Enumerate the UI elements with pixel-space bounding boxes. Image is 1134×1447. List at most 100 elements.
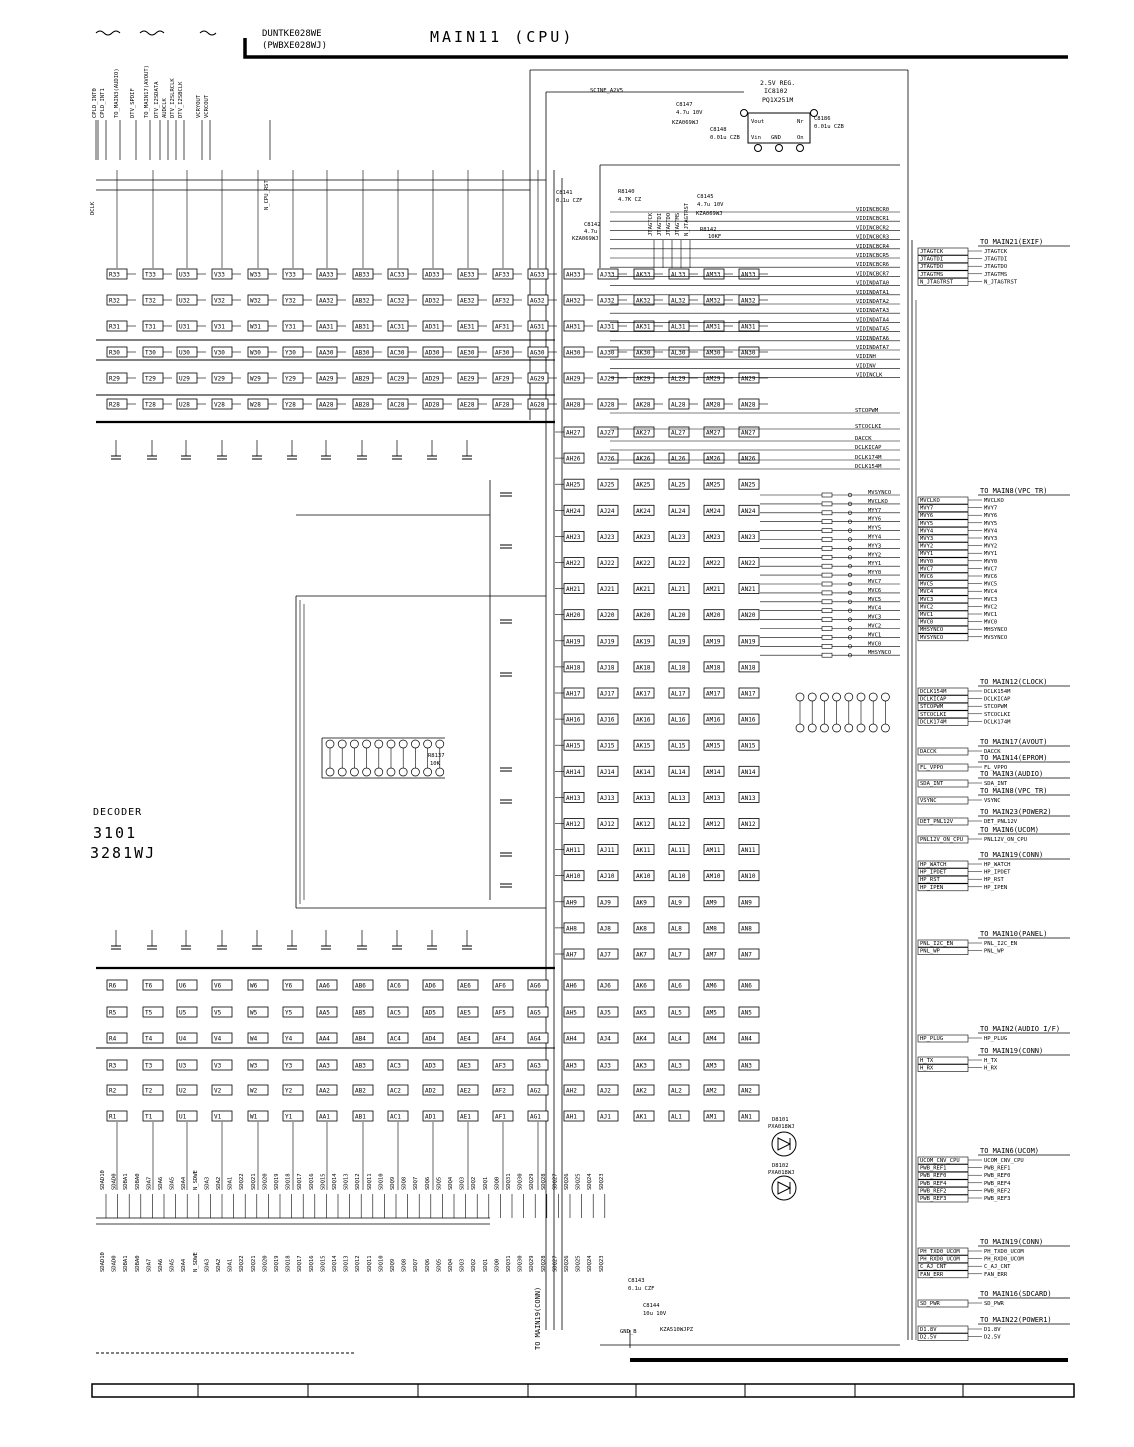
pin-label: AJ30	[600, 350, 615, 357]
vidin-line: VIDINDATA3	[856, 308, 889, 314]
pin-label: AF32	[495, 298, 510, 305]
pin-label: R3	[109, 1063, 117, 1070]
vpc-line: MVC5	[868, 597, 881, 603]
pin-label: AM4	[706, 1036, 717, 1043]
pin-box	[422, 979, 444, 991]
pin-box	[563, 398, 585, 410]
connector-label: TO MAIN23(POWER2)	[980, 808, 1052, 816]
pin-box	[142, 268, 164, 280]
pin-label: T6	[145, 983, 153, 990]
connector-signal: FL_VPPO	[984, 765, 1007, 771]
sdram-signal: SDA6	[158, 1259, 164, 1272]
pin-box	[211, 1059, 233, 1071]
connector-label: TO MAIN22(POWER1)	[980, 1316, 1052, 1324]
pin-label: Y3	[285, 1063, 293, 1070]
pin-box	[422, 1084, 444, 1096]
node	[847, 608, 853, 613]
connector-signal: DCLK174M	[920, 719, 947, 725]
pin-label: AA6	[319, 983, 330, 990]
connector-signal: VSYNC	[984, 798, 1001, 804]
gnd-label: GND_B	[620, 1329, 637, 1335]
pin-box	[527, 979, 549, 991]
pin-label: AN14	[741, 769, 756, 776]
pin-box	[142, 346, 164, 358]
pin-label: AM33	[706, 272, 721, 279]
pin-box	[633, 635, 655, 647]
pin-box	[176, 398, 198, 410]
pin-box	[633, 426, 655, 438]
sdram-signal: SDAD0	[112, 1255, 118, 1272]
wires	[96, 69, 908, 1348]
vpc-line: MHSYNCO	[868, 650, 891, 656]
connector-pin	[917, 695, 969, 703]
pin-box	[106, 979, 128, 991]
vpc-line: MVC0	[868, 641, 881, 647]
pin-label: AE30	[460, 350, 475, 357]
pin-label: AM10	[706, 873, 721, 880]
pin-label: AH24	[566, 508, 581, 515]
pin-box	[633, 452, 655, 464]
pin-box	[492, 346, 514, 358]
pin-box	[563, 635, 585, 647]
connector-signal: MVC5	[984, 582, 997, 588]
c8143-ref: C8143	[628, 1278, 645, 1284]
connector-signal: JTAGTCK	[984, 249, 1008, 255]
pin-label: AL14	[671, 769, 686, 776]
pin-label: T30	[145, 350, 156, 357]
pin-label: V33	[214, 272, 225, 279]
connector-pin	[917, 247, 969, 256]
pin-box	[316, 1059, 338, 1071]
pin-box	[703, 372, 725, 384]
pin-box	[176, 979, 198, 991]
pin-label: AJ8	[600, 925, 611, 932]
pin-label: T33	[145, 272, 156, 279]
connector-signal: PWB_REF0	[920, 1173, 947, 1179]
pin-label: AH30	[566, 350, 581, 357]
pin-label: AK16	[636, 717, 651, 724]
pin-label: AN13	[741, 795, 756, 802]
pin-label: AN32	[741, 298, 756, 305]
pin-label: AM5	[706, 1010, 717, 1017]
resistor	[821, 510, 833, 516]
pin-label: AH23	[566, 534, 581, 541]
pin-label: V3	[214, 1063, 222, 1070]
pin-label: AJ27	[600, 430, 615, 437]
pin-box	[387, 372, 409, 384]
connector-pin	[917, 1247, 969, 1256]
top-left-signal-label: VCRYOUT	[196, 94, 202, 118]
pin-label: AJ22	[600, 560, 615, 567]
sdram-signal: SDQ19	[274, 1173, 280, 1190]
cap-c8145-val: 4.7u 10V	[697, 202, 724, 208]
pin-box	[457, 1110, 479, 1122]
pin-box	[597, 1032, 619, 1044]
pin-label: AC2	[390, 1088, 401, 1095]
pin-box	[668, 792, 690, 803]
top-left-signal-label: CPLD_INT0	[92, 88, 98, 118]
pin-label: R33	[109, 272, 120, 279]
connector-signal: PWB_REF4	[984, 1181, 1011, 1187]
pin-label: AN6	[741, 983, 752, 990]
pin-label: AL8	[671, 925, 682, 932]
rpack-pin	[435, 739, 445, 749]
pin-label: AF31	[495, 324, 510, 331]
top-left-signal-label: TO_MAIN17(AVOUT)	[144, 65, 150, 118]
pin-box	[282, 1059, 304, 1071]
connector-pin	[917, 718, 969, 726]
connector-signal: PNL_WP	[984, 949, 1005, 955]
connector-signal: DET_PNL12V	[920, 819, 954, 825]
pin-label: AJ33	[600, 272, 615, 279]
pin-label: AK32	[636, 298, 651, 305]
rpack-pin	[337, 739, 347, 749]
cap-c8147-val: 4.7u 10V	[676, 110, 703, 116]
pin-box	[352, 398, 374, 410]
pin-box	[387, 268, 409, 280]
rpack-pin	[362, 739, 371, 749]
pin-box	[738, 661, 760, 673]
rpack-pin	[807, 723, 817, 733]
pin-box	[106, 294, 128, 306]
connector-pin	[917, 496, 969, 505]
sdram-signal: SDQ15	[320, 1173, 326, 1190]
pin-box	[738, 844, 760, 855]
pin-box	[563, 713, 585, 725]
sdram-signal: SDQ21	[251, 1173, 257, 1190]
